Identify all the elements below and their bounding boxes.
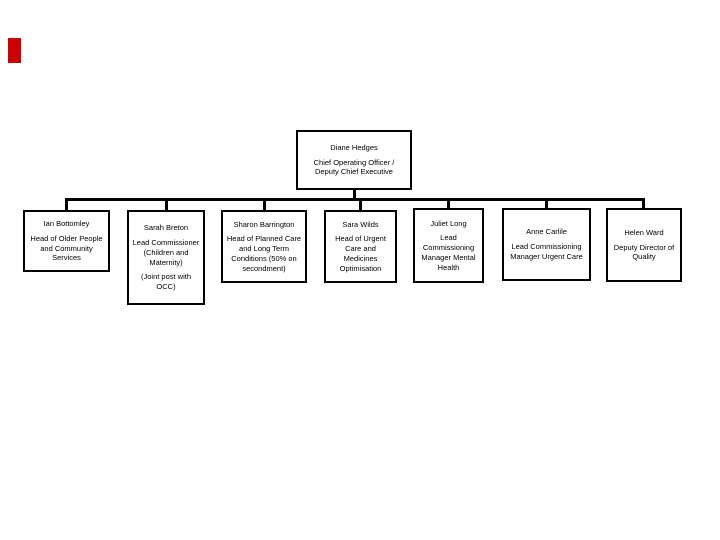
connector-stub bbox=[359, 200, 362, 211]
org-node-sharon-barrington: Sharon Barrington Head of Planned Care a… bbox=[221, 210, 307, 283]
connector-horizontal-line bbox=[65, 198, 645, 201]
person-name: Ian Bottomley bbox=[43, 219, 90, 228]
connector-stub bbox=[447, 200, 450, 211]
red-accent-marker bbox=[8, 38, 21, 63]
org-node-sarah-breton: Sarah Breton Lead Commissioner (Children… bbox=[127, 210, 205, 305]
connector-stub bbox=[165, 200, 168, 211]
person-name: Helen Ward bbox=[624, 227, 664, 237]
person-role: Head of Older People and Community Servi… bbox=[30, 233, 103, 263]
org-node-helen-ward: Helen Ward Deputy Director of Quality bbox=[606, 208, 682, 282]
person-name: Juliet Long bbox=[430, 218, 467, 228]
connector-root-stub bbox=[353, 188, 356, 199]
person-name: Anne Carlile bbox=[526, 227, 567, 237]
person-role: Lead Commissioning Manager Urgent Care bbox=[510, 242, 583, 261]
person-role: Head of Urgent Care and Medicines Optimi… bbox=[335, 234, 386, 273]
org-node-sara-wilds: Sara Wilds Head of Urgent Care and Medic… bbox=[324, 210, 397, 283]
person-note: (Joint post with OCC) bbox=[140, 272, 192, 291]
person-role: Deputy Director of Quality bbox=[613, 242, 675, 262]
person-role: Lead Commissioning Manager Mental Health bbox=[421, 233, 476, 272]
connector-stub bbox=[65, 200, 68, 211]
person-name: Sara Wilds bbox=[342, 219, 379, 229]
person-role: Chief Operating Officer / Deputy Chief E… bbox=[313, 157, 395, 177]
org-node-anne-carlile: Anne Carlile Lead Commissioning Manager … bbox=[502, 208, 591, 281]
person-name: Sharon Barrington bbox=[233, 219, 295, 229]
connector-stub bbox=[263, 200, 266, 211]
person-role: Lead Commissioner (Children and Maternit… bbox=[132, 238, 200, 267]
org-node-ian-bottomley: Ian Bottomley Head of Older People and C… bbox=[23, 210, 110, 272]
org-node-diane-hedges: Diane Hedges Chief Operating Officer / D… bbox=[296, 130, 412, 190]
connector-stub bbox=[642, 200, 645, 211]
person-name: Sarah Breton bbox=[143, 223, 189, 233]
connector-stub bbox=[545, 200, 548, 211]
org-node-juliet-long: Juliet Long Lead Commissioning Manager M… bbox=[413, 208, 484, 283]
person-role: Head of Planned Care and Long Term Condi… bbox=[226, 234, 302, 273]
person-name: Diane Hedges bbox=[330, 142, 378, 152]
